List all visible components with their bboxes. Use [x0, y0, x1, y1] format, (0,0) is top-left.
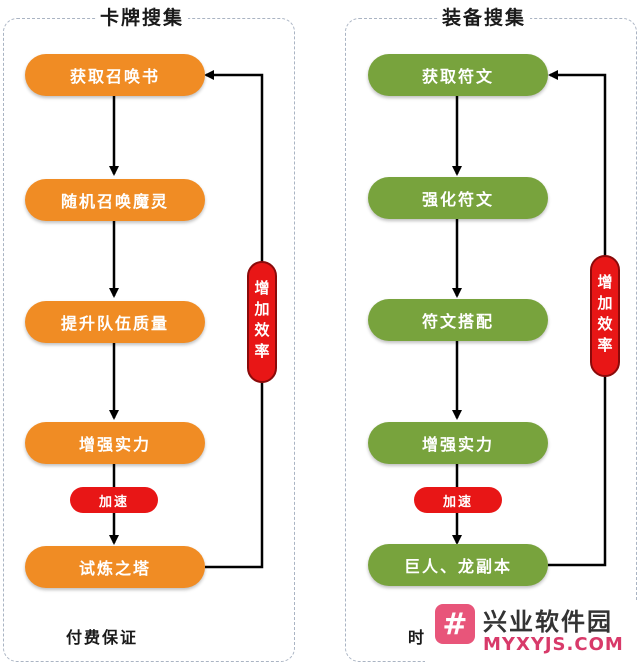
- gear-collection-title: 装备搜集: [438, 3, 531, 30]
- card-step-1: 获取召唤书: [25, 54, 205, 96]
- watermark-logo-icon: #: [435, 604, 475, 644]
- gear-step-2: 强化符文: [368, 177, 548, 219]
- card-step-2: 随机召唤魔灵: [25, 179, 205, 221]
- card-step-5: 试炼之塔: [25, 546, 205, 588]
- gear-step-1: 获取符文: [368, 54, 548, 96]
- watermark-site-url: MYXYJS.COM: [483, 634, 624, 655]
- watermark-site-name: 兴业软件园: [483, 608, 613, 636]
- card-step-3: 提升队伍质量: [25, 301, 205, 343]
- card-collection-title: 卡牌搜集: [96, 3, 189, 30]
- gear-efficiency-tag: 增加效率: [590, 255, 620, 377]
- gear-step-4: 增强实力: [368, 422, 548, 464]
- card-caption: 付费保证: [66, 628, 139, 647]
- site-watermark: # 兴业软件园 MYXYJS.COM: [425, 600, 640, 665]
- card-efficiency-tag: 增加效率: [247, 261, 277, 383]
- gear-speed-tag: 加速: [414, 487, 502, 513]
- gear-step-5: 巨人、龙副本: [368, 544, 548, 586]
- card-step-4: 增强实力: [25, 422, 205, 464]
- gear-caption: 时: [408, 628, 427, 647]
- card-speed-tag: 加速: [70, 487, 158, 513]
- gear-step-3: 符文搭配: [368, 299, 548, 341]
